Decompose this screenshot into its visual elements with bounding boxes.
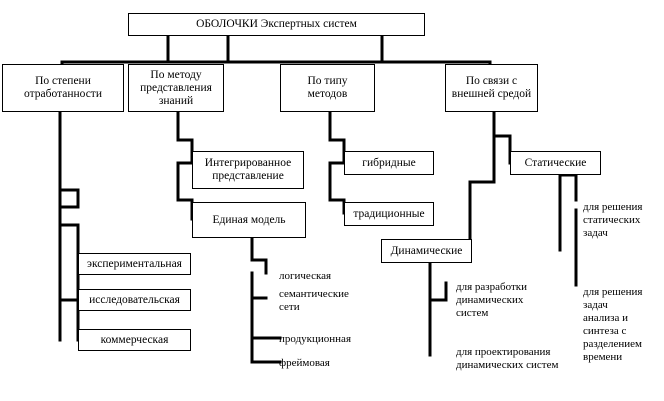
unified-kind-frame: фреймовая bbox=[279, 357, 330, 369]
maturity-item-experimental: экспериментальная bbox=[78, 253, 191, 275]
dynamic-note-design: для проектирования динамических систем bbox=[456, 346, 559, 371]
maturity-item-research: исследовательская bbox=[78, 289, 191, 311]
static-note-static-tasks: для решения статических задач bbox=[583, 201, 643, 239]
representation-unified: Единая модель bbox=[192, 202, 306, 238]
maturity-item-commercial: коммерческая bbox=[78, 329, 191, 351]
static-note-time-sharing: для решения задач анализа и синтеза с ра… bbox=[583, 286, 643, 363]
dynamic-note-development: для разработки динамических систем bbox=[456, 281, 527, 319]
representation-integrated: Интегрированное представление bbox=[192, 151, 304, 189]
method-item-hybrid: гибридные bbox=[344, 151, 434, 175]
external-static: Статические bbox=[510, 151, 601, 175]
root-box: ОБОЛОЧКИ Экспертных систем bbox=[128, 13, 425, 36]
external-dynamic: Динамические bbox=[381, 239, 472, 263]
category-representation: По методу представления знаний bbox=[128, 64, 224, 112]
unified-kind-production: продукционная bbox=[279, 333, 351, 345]
category-maturity: По степени отработанности bbox=[2, 64, 124, 112]
unified-kind-logical: логическая bbox=[279, 270, 332, 282]
category-external: По связи с внешней средой bbox=[445, 64, 538, 112]
category-method-type: По типу методов bbox=[280, 64, 375, 112]
method-item-traditional: традиционные bbox=[344, 202, 434, 226]
unified-kind-semantic-networks: семантические сети bbox=[279, 288, 349, 313]
